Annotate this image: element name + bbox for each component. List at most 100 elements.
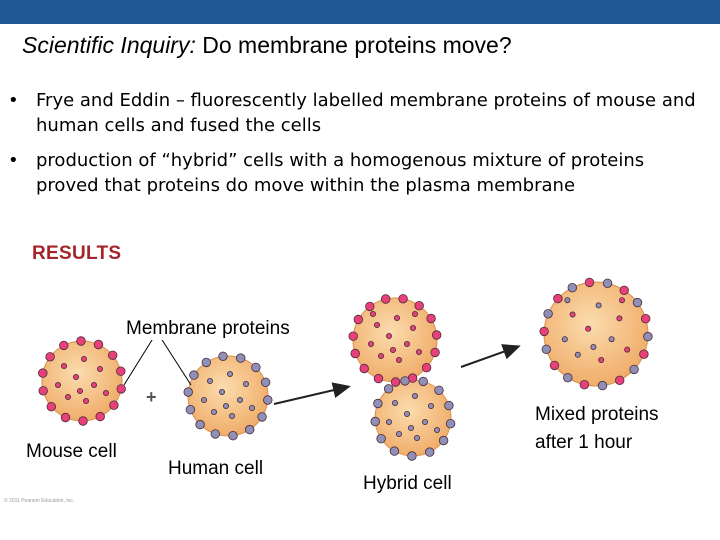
human-protein-dot — [401, 377, 410, 386]
mouse-protein-dot — [55, 382, 60, 387]
human-protein-dot — [386, 419, 391, 424]
mouse-protein-dot — [349, 332, 358, 341]
mouse-protein-dot — [360, 364, 369, 373]
human-protein-dot — [229, 431, 238, 440]
human-protein-dot — [446, 419, 455, 428]
human-protein-dot — [428, 403, 433, 408]
human-protein-dot — [258, 413, 267, 422]
human-protein-dot — [261, 378, 270, 387]
label-human-cell: Human cell — [168, 458, 263, 479]
mouse-protein-dot — [412, 311, 417, 316]
human-protein-dot — [249, 405, 254, 410]
human-protein-dot — [414, 435, 419, 440]
mouse-protein-dot — [47, 402, 56, 411]
title-italic: Scientific Inquiry: — [22, 32, 196, 58]
human-protein-dot — [184, 388, 193, 397]
mouse-protein-dot — [427, 314, 436, 323]
mouse-protein-dot — [94, 340, 103, 349]
human-protein-dot — [186, 405, 195, 414]
mouse-protein-dot — [550, 361, 559, 370]
mouse-protein-dot — [615, 376, 624, 385]
human-protein-dot — [211, 430, 220, 439]
mouse-protein-dot — [77, 337, 86, 346]
mouse-protein-dot — [431, 348, 440, 357]
human-protein-dot — [596, 303, 601, 308]
mouse-protein-dot — [83, 398, 88, 403]
mouse-protein-dot — [39, 369, 48, 378]
mouse-protein-dot — [620, 286, 629, 295]
mouse-protein-dot — [73, 374, 78, 379]
human-protein-dot — [598, 381, 607, 390]
mouse-protein-dot — [77, 388, 82, 393]
mouse-protein-dot — [39, 387, 48, 396]
mouse-protein-dot — [586, 326, 591, 331]
mouse-protein-dot — [103, 390, 108, 395]
mouse-protein-dot — [599, 357, 604, 362]
human-protein-dot — [396, 431, 401, 436]
mouse-protein-dot — [79, 417, 88, 426]
human-protein-dot — [434, 427, 439, 432]
mouse-protein-dot — [96, 412, 105, 421]
human-protein-dot — [201, 397, 206, 402]
human-protein-dot — [202, 358, 211, 367]
mouse-protein-dot — [370, 311, 375, 316]
mouse-protein-dot — [404, 341, 409, 346]
mouse-protein-dot — [386, 333, 391, 338]
mouse-protein-dot — [381, 295, 390, 304]
human-protein-dot — [425, 448, 434, 457]
mouse-protein-dot — [374, 374, 383, 383]
mouse-protein-dot — [368, 341, 373, 346]
human-protein-dot — [219, 352, 228, 361]
human-protein-dot — [408, 425, 413, 430]
human-protein-dot — [227, 371, 232, 376]
results-heading: RESULTS — [32, 243, 121, 265]
mouse-protein-dot — [61, 413, 70, 422]
human-protein-dot — [384, 385, 393, 394]
hybrid-cell — [349, 295, 455, 461]
mouse-protein-dot — [60, 341, 69, 350]
human-protein-dot — [542, 345, 551, 354]
slide-title: Scientific Inquiry: Do membrane proteins… — [22, 32, 512, 59]
arrow-to-mixed — [461, 347, 517, 367]
human-protein-dot — [439, 436, 448, 445]
mouse-cell — [39, 337, 126, 426]
human-protein-dot — [377, 434, 386, 443]
human-protein-dot — [371, 417, 380, 426]
human-protein-dot — [190, 371, 199, 380]
mouse-protein-dot — [540, 327, 549, 336]
human-protein-dot — [568, 283, 577, 292]
mouse-protein-dot — [617, 316, 622, 321]
label-mixed-line2: after 1 hour — [535, 432, 633, 453]
mouse-protein-dot — [570, 312, 575, 317]
human-protein-dot — [565, 298, 570, 303]
mouse-protein-dot — [410, 325, 415, 330]
mouse-protein-dot — [625, 347, 630, 352]
human-protein-dot — [374, 399, 383, 408]
human-protein-dot — [207, 378, 212, 383]
human-protein-dot — [575, 352, 580, 357]
human-cell — [184, 352, 272, 440]
human-protein-dot — [245, 425, 254, 434]
mouse-protein-dot — [619, 298, 624, 303]
mouse-protein-dot — [91, 382, 96, 387]
human-protein-dot — [603, 279, 612, 288]
mouse-protein-dot — [374, 322, 379, 327]
mouse-protein-dot — [416, 349, 421, 354]
human-protein-dot — [609, 337, 614, 342]
human-protein-dot — [435, 386, 444, 395]
mouse-protein-dot — [97, 366, 102, 371]
mouse-protein-dot — [399, 295, 408, 304]
mouse-protein-dot — [390, 347, 395, 352]
human-protein-dot — [591, 344, 596, 349]
mouse-protein-dot — [65, 394, 70, 399]
mouse-protein-dot — [46, 353, 55, 362]
mouse-protein-dot — [110, 401, 119, 410]
title-rest: Do membrane proteins move? — [196, 32, 512, 58]
human-protein-dot — [223, 403, 228, 408]
mouse-protein-dot — [81, 356, 86, 361]
mouse-protein-dot — [117, 385, 126, 394]
header-bar — [0, 0, 720, 24]
mouse-protein-dot — [415, 301, 424, 310]
mouse-protein-dot — [354, 315, 363, 324]
label-mixed-line1: Mixed proteins — [535, 404, 659, 425]
